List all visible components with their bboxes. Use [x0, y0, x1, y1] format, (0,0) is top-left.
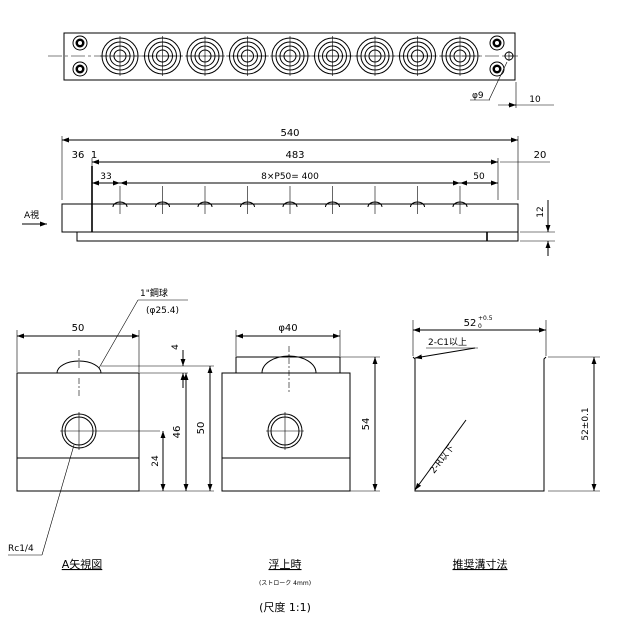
dim-first-pitch: 33	[100, 172, 111, 182]
dim-base: 24	[151, 455, 161, 467]
caption-floating: 浮上時	[269, 558, 302, 571]
top-view: φ9 10	[48, 32, 554, 108]
scale-note: (尺度 1:1)	[259, 600, 311, 614]
ball-unit-top	[185, 36, 225, 76]
dim-left-small: 1	[91, 150, 97, 161]
ball-unit-front	[410, 186, 425, 214]
dim-span: 483	[285, 150, 304, 161]
ball-unit-front	[240, 186, 255, 214]
chamfer-label: 2-C1以上	[428, 337, 467, 348]
ball-unit-front	[452, 186, 468, 214]
caption-a-view: A矢視図	[62, 557, 103, 571]
top-view-body	[63, 32, 516, 81]
view-arrow-label: A視	[24, 209, 39, 221]
front-view-base	[76, 231, 519, 242]
corner-bolts	[72, 35, 505, 77]
ball-label: 1"鋼球	[140, 287, 168, 299]
dim-left-offset: 36	[72, 150, 85, 161]
dim-hole-edge: 10	[529, 95, 541, 105]
dim-pitch: 8×P50= 400	[261, 172, 319, 182]
port-label: Rc1/4	[8, 544, 34, 554]
dim-float-height: 54	[361, 418, 372, 431]
section-a-view: 50 1"鋼球 (φ25.4) 4 46 50 24 Rc1/4 A矢視図	[8, 287, 214, 571]
ball-unit-top	[227, 36, 268, 76]
dim-groove-tol-lower: 0	[478, 323, 482, 330]
caption-groove: 推奨溝寸法	[453, 557, 508, 571]
corner-bolt	[489, 35, 505, 51]
groove-profile	[412, 356, 547, 492]
ball-unit-front	[367, 186, 383, 214]
ball-unit-top	[397, 36, 438, 76]
corner-bolt	[72, 61, 88, 77]
ball-unit-top	[100, 36, 140, 76]
dim-total-height: 50	[196, 422, 207, 435]
ball-unit-top	[142, 36, 183, 76]
dim-groove-tol-upper: +0.5	[478, 315, 493, 322]
corner-bolt	[72, 35, 88, 51]
ball-units-top	[100, 36, 480, 76]
dim-last-pitch: 50	[473, 172, 485, 182]
floating-body	[221, 372, 351, 492]
caption-floating-stroke: (ストローク 4mm)	[259, 580, 311, 587]
ball-unit-top	[270, 36, 310, 76]
dim-hole-dia: φ9	[472, 91, 484, 101]
dim-groove-height: 52±0.1	[581, 407, 591, 440]
dim-groove-width: 52	[464, 318, 477, 329]
ball-unit-front	[155, 186, 170, 214]
dim-total-length: 540	[280, 128, 299, 139]
dim-ball-rise: 4	[171, 344, 181, 350]
ball-units-front	[112, 186, 468, 214]
ball-unit-top	[312, 36, 353, 76]
radius-label: 2-R以下	[428, 444, 456, 476]
front-view: 540 483 36 1 20 33 8×P50= 400 50 12 A視	[22, 128, 555, 256]
dim-dia: φ40	[278, 323, 297, 334]
ball-diameter: (φ25.4)	[146, 306, 179, 316]
ball-unit-front	[197, 186, 213, 214]
section-a-body	[16, 372, 140, 492]
ball-unit-top	[440, 36, 480, 76]
ball-unit-front	[282, 186, 298, 214]
floating-top	[235, 356, 341, 374]
dim-hole-height: 46	[172, 426, 183, 439]
corner-bolt	[489, 61, 505, 77]
ball-unit-front	[325, 186, 340, 214]
dim-width: 50	[72, 323, 85, 334]
floating-view: φ40 54 浮上時 (ストローク 4mm)	[221, 323, 380, 587]
dim-height: 12	[536, 206, 546, 217]
dim-right-offset: 20	[534, 150, 547, 161]
ball-unit-front	[112, 186, 128, 214]
groove-view: 52 +0.5 0 2-C1以上 2-R以下 52±0.1 推奨溝寸法	[412, 315, 600, 571]
ball-unit-top	[355, 36, 395, 76]
